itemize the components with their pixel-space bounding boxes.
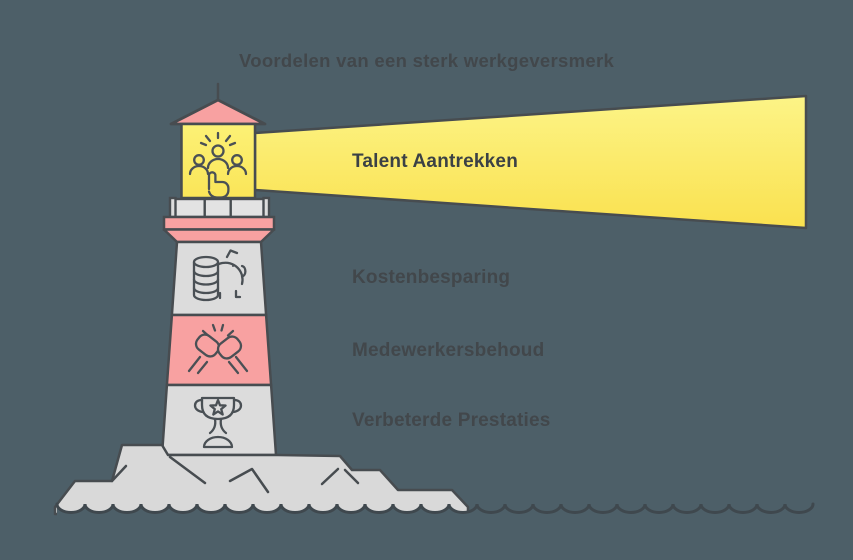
rock-facet-lines: [110, 455, 360, 494]
talent-selection-icon: [188, 131, 248, 199]
sea-waves: [55, 502, 815, 535]
sea-wave-line: [55, 502, 815, 514]
light-beam: [253, 94, 808, 230]
gallery-railing: [168, 196, 271, 219]
benefit-label-talent: Talent Aantrekken: [352, 151, 519, 172]
trophy-icon: [193, 396, 243, 449]
lighthouse-roof: [169, 98, 267, 126]
benefit-label-cost-savings: Kostenbesparing: [352, 267, 511, 288]
benefit-label-improved-performance: Verbeterde Prestaties: [352, 410, 551, 431]
gallery-deck-band: [162, 215, 276, 231]
rocks: [53, 443, 470, 516]
piggy-bank-icon: [192, 249, 247, 302]
fist-bump-icon: [187, 323, 249, 375]
gallery-collar: [162, 228, 276, 244]
page-title: Voordelen van een sterk werkgeversmerk: [238, 50, 615, 71]
benefit-label-employee-retention: Medewerkersbehoud: [352, 340, 545, 361]
